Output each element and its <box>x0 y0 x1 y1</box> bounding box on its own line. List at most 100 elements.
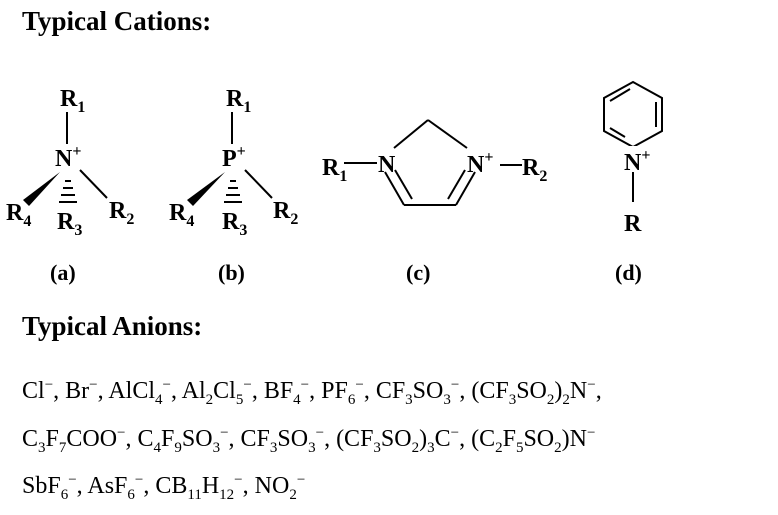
r-d: R <box>624 211 642 237</box>
r4-a: R4 <box>6 200 31 230</box>
formula-subscript: 4 <box>155 391 163 408</box>
formula-charge: − <box>315 425 325 441</box>
formula-subscript: 3 <box>38 439 46 456</box>
r1-b: R1 <box>226 86 251 116</box>
ring-double-bond-1 <box>609 88 631 102</box>
formula-text: Br <box>65 378 90 404</box>
separator-comma: , <box>459 378 466 404</box>
r3-a: R3 <box>57 209 82 239</box>
formula-text: F <box>502 426 516 452</box>
formula-text: Cl <box>22 378 45 404</box>
formula-text: N <box>569 378 588 404</box>
separator-comma: , <box>125 426 132 452</box>
formula-text: SO <box>516 378 547 404</box>
anion-formula: NO2− <box>255 472 306 503</box>
anion-formula: C3F7COO− <box>22 425 126 456</box>
wedge-bond-b-r4 <box>187 172 225 206</box>
formula-subscript: 9 <box>174 439 182 456</box>
formula-text: Al <box>181 378 206 404</box>
anion-formula: (CF3SO2)3C− <box>336 425 460 456</box>
formula-charge: − <box>586 425 596 441</box>
anion-formula: BF4− <box>263 377 309 408</box>
formula-subscript: 2 <box>289 486 297 503</box>
formula-subscript: 3 <box>443 391 451 408</box>
anion-line-3: SbF6−, AsF6−, CB11H12−, NO2− <box>22 472 305 504</box>
r2-c: R2 <box>522 155 547 185</box>
formula-text: AsF <box>87 473 128 499</box>
separator-comma: , <box>459 426 466 452</box>
anion-formula: C4F9SO3− <box>137 425 229 456</box>
formula-subscript: 5 <box>515 439 524 456</box>
label-a: (a) <box>50 260 76 285</box>
formula-subscript: 2 <box>205 391 214 408</box>
atom-b-center: P+ <box>222 143 246 172</box>
label-c: (c) <box>406 260 430 285</box>
atom-c-right-n: N+ <box>467 149 493 178</box>
formula-subscript: 7 <box>58 439 67 456</box>
formula-charge: − <box>296 472 306 488</box>
formula-text: COO <box>66 426 118 452</box>
formula-text: Cl <box>213 378 236 404</box>
formula-text: C <box>137 426 154 452</box>
cations-heading: Typical Cations: <box>22 6 212 36</box>
formula-charge: − <box>89 377 98 393</box>
formula-text: BF <box>263 378 294 404</box>
hash-bond-a-r3 <box>59 180 77 203</box>
formula-charge: − <box>220 425 229 441</box>
formula-text: SO <box>277 426 309 452</box>
formula-text: SO <box>412 378 444 404</box>
separator-comma: , <box>143 473 150 499</box>
formula-text: SbF <box>22 473 61 499</box>
anion-formula: CF3SO3− <box>376 377 460 408</box>
wedge-bond-a-r4 <box>23 172 60 206</box>
formula-subscript: 3 <box>269 439 278 456</box>
formula-subscript: 2 <box>495 439 503 456</box>
formula-subscript: 12 <box>219 486 235 503</box>
structure-c-imidazolium: N N+ R1 R2 (c) <box>322 119 547 285</box>
bond-c-n1-c2 <box>393 119 429 149</box>
formula-charge: − <box>450 425 460 441</box>
anion-formula: AsF6− <box>87 472 144 503</box>
separator-comma: , <box>97 378 104 404</box>
separator-comma: , <box>309 378 316 404</box>
formula-subscript: 4 <box>293 391 301 408</box>
formula-charge: − <box>234 472 243 488</box>
bond-a-r2 <box>79 169 108 199</box>
formula-subscript: 3 <box>373 439 381 456</box>
bond-c-n1-c5-double <box>394 169 413 200</box>
anion-formula: CF3SO3− <box>241 425 325 456</box>
anion-formula: SbF6− <box>22 472 77 503</box>
formula-charge: − <box>587 377 596 393</box>
formula-charge: − <box>134 472 144 488</box>
r4-b: R4 <box>169 200 194 230</box>
bond-c-c4-n3 <box>455 171 476 206</box>
formula-subscript: 3 <box>427 439 435 456</box>
formula-subscript: 6 <box>347 391 356 408</box>
anion-line-2: C3F7COO−, C4F9SO3−, CF3SO3−, (CF3SO2)3C−… <box>22 425 595 457</box>
anion-formula: Al2Cl5− <box>181 377 252 408</box>
atom-d-n: N+ <box>624 147 650 176</box>
pyridine-ring <box>603 80 663 149</box>
formula-subscript: 2 <box>562 391 570 408</box>
separator-comma: , <box>324 426 331 452</box>
formula-charge: − <box>243 377 252 393</box>
formula-subscript: 3 <box>508 391 517 408</box>
formula-text: C <box>434 426 451 452</box>
n-label-background <box>622 146 644 172</box>
formula-subscript: 11 <box>187 486 202 503</box>
anion-formula: Cl− <box>22 377 53 404</box>
formula-text: (C <box>471 426 496 452</box>
bond-c-c2-n3 <box>427 119 468 149</box>
r1-a: R1 <box>60 86 85 116</box>
formula-text: AlCl <box>108 378 155 404</box>
formula-subscript: 3 <box>308 439 316 456</box>
atom-c-left-n: N <box>378 152 396 178</box>
anion-formula: AlCl4− <box>108 377 171 408</box>
formula-charge: − <box>450 377 460 393</box>
separator-comma: , <box>170 378 177 404</box>
formula-text: ) <box>419 426 428 452</box>
anion-formula: PF6− <box>321 377 364 408</box>
label-b: (b) <box>218 260 245 285</box>
separator-comma: , <box>251 378 258 404</box>
